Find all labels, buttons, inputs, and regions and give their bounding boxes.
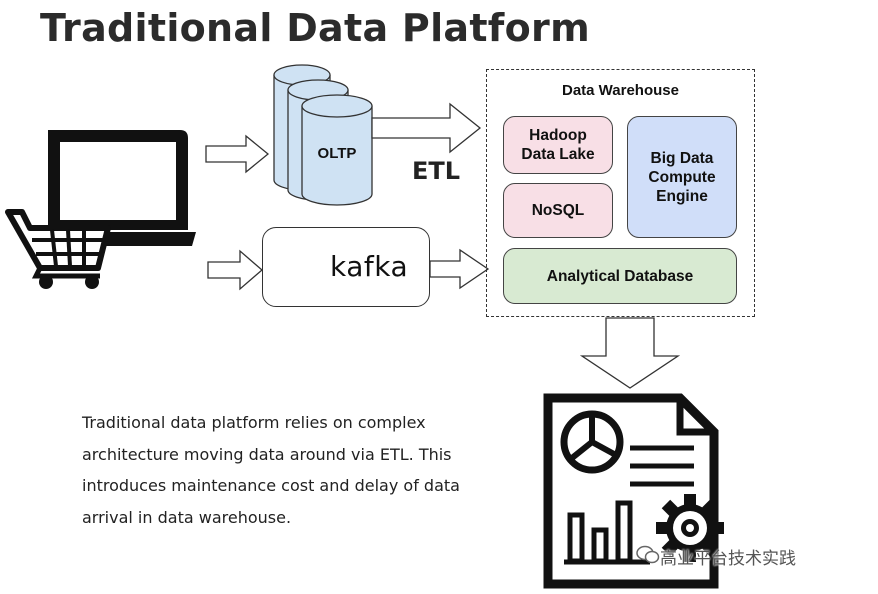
analytical-database-label: Analytical Database <box>546 267 694 285</box>
arrow-kafka-to-warehouse <box>429 248 490 290</box>
description-text: Traditional data platform relies on comp… <box>82 407 472 533</box>
oltp-database-icon <box>273 64 373 206</box>
description-line: Traditional data platform relies on comp… <box>82 413 426 432</box>
page-title: Traditional Data Platform <box>40 6 590 50</box>
bigdata-line2: Compute <box>648 168 716 186</box>
arrow-to-kafka <box>207 249 263 291</box>
description-line: arrival in data warehouse. <box>82 507 292 527</box>
description-line: architecture moving data around via ETL.… <box>82 444 452 464</box>
wechat-icon <box>636 545 660 564</box>
arrow-to-oltp <box>205 134 270 174</box>
bigdata-line1: Big Data <box>650 149 714 167</box>
bigdata-line3: Engine <box>656 187 708 205</box>
hadoop-data-lake-box: Hadoop Data Lake <box>503 116 613 174</box>
big-data-compute-engine-box: Big Data Compute Engine <box>627 116 737 238</box>
report-document-icon <box>543 393 724 589</box>
etl-label: ETL <box>412 157 461 185</box>
nosql-label: NoSQL <box>531 202 585 219</box>
nosql-box: NoSQL <box>503 183 613 238</box>
kafka-label: kafka <box>330 250 409 283</box>
arrow-to-report <box>579 317 681 389</box>
data-warehouse-container <box>486 69 755 317</box>
analytical-database-box: Analytical Database <box>503 248 737 304</box>
etl-arrow <box>371 102 482 154</box>
watermark-text: 高业平台技术实践 <box>660 549 796 569</box>
data-warehouse-label: Data Warehouse <box>562 82 679 99</box>
hadoop-line1: Hadoop <box>529 127 587 144</box>
kafka-box <box>262 227 430 307</box>
oltp-label: OLTP <box>317 145 357 162</box>
hadoop-line2: Data Lake <box>521 146 595 163</box>
laptop-cart-icon <box>5 130 196 289</box>
description-line: introduces maintenance cost and delay of… <box>82 476 460 495</box>
